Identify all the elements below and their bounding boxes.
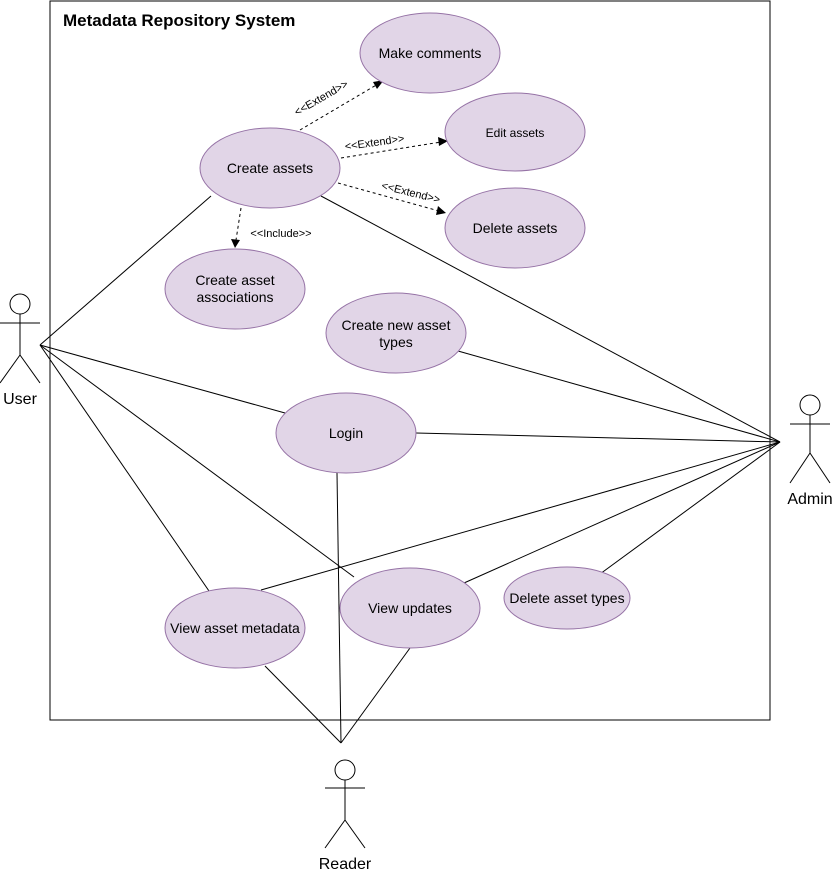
include-arrow-create-associations (235, 207, 242, 241)
assoc-user-view-asset-metadata (39, 344, 210, 592)
usecase-label: Make comments (379, 45, 482, 61)
usecase-label-line2: associations (196, 289, 273, 305)
usecase-label: View updates (368, 600, 452, 616)
assoc-admin-delete-asset-types (599, 441, 781, 575)
extend-arrowhead-delete-assets (436, 206, 446, 215)
usecase-label: Delete asset types (509, 590, 624, 606)
usecase-label: Login (329, 425, 363, 441)
assoc-reader-view-updates (340, 647, 411, 744)
actor-label: User (3, 391, 37, 408)
usecase-delete-asset-types[interactable]: Delete asset types (503, 566, 631, 630)
assoc-admin-create-assets (320, 195, 781, 443)
usecase-edit-assets[interactable]: Edit assets (444, 92, 586, 172)
actor-label: Reader (319, 856, 372, 873)
usecase-make-comments[interactable]: Make comments (359, 12, 501, 94)
usecase-label: View asset metadata (170, 620, 300, 636)
usecase-label-line1: Create asset (195, 272, 274, 288)
extend-arrowhead-edit-assets (438, 137, 448, 146)
assoc-admin-login (415, 432, 781, 443)
usecase-create-asset-associations[interactable]: Create asset associations (164, 248, 306, 330)
assoc-user-view-updates (39, 344, 355, 578)
actor-user[interactable]: User (0, 293, 41, 408)
usecase-view-asset-metadata[interactable]: View asset metadata (164, 587, 306, 669)
usecase-label-line2: types (379, 334, 412, 350)
associations (39, 195, 781, 744)
actor-reader[interactable]: Reader (319, 759, 372, 873)
assoc-admin-create-new-asset-types (457, 350, 781, 443)
usecase-label-line1: Create new asset (342, 317, 451, 333)
system-title: Metadata Repository System (63, 11, 295, 30)
stick-figure-icon (789, 394, 831, 484)
assoc-user-create-assets (39, 195, 212, 346)
usecase-create-assets[interactable]: Create assets (199, 127, 341, 209)
stick-figure-icon (0, 293, 41, 384)
usecase-view-updates[interactable]: View updates (339, 567, 481, 649)
usecase-label: Create assets (227, 160, 313, 176)
include-arrowhead-create-associations (231, 239, 240, 248)
include-label-create-associations: <<Include>> (250, 228, 311, 240)
usecase-label: Edit assets (486, 126, 545, 140)
usecase-label: Delete assets (473, 220, 558, 236)
actor-label: Admin (787, 491, 832, 508)
usecase-login[interactable]: Login (275, 392, 417, 474)
usecase-delete-assets[interactable]: Delete assets (444, 187, 586, 269)
usecase-create-new-asset-types[interactable]: Create new asset types (325, 292, 467, 374)
actor-admin[interactable]: Admin (787, 394, 833, 508)
assoc-reader-login (336, 472, 342, 744)
assoc-admin-view-asset-metadata (260, 441, 781, 591)
assoc-admin-view-updates (463, 441, 781, 584)
assoc-reader-view-asset-metadata (264, 665, 342, 744)
assoc-user-login (39, 344, 286, 414)
extend-arrow-edit-assets (340, 141, 442, 159)
stick-figure-icon (324, 759, 366, 849)
